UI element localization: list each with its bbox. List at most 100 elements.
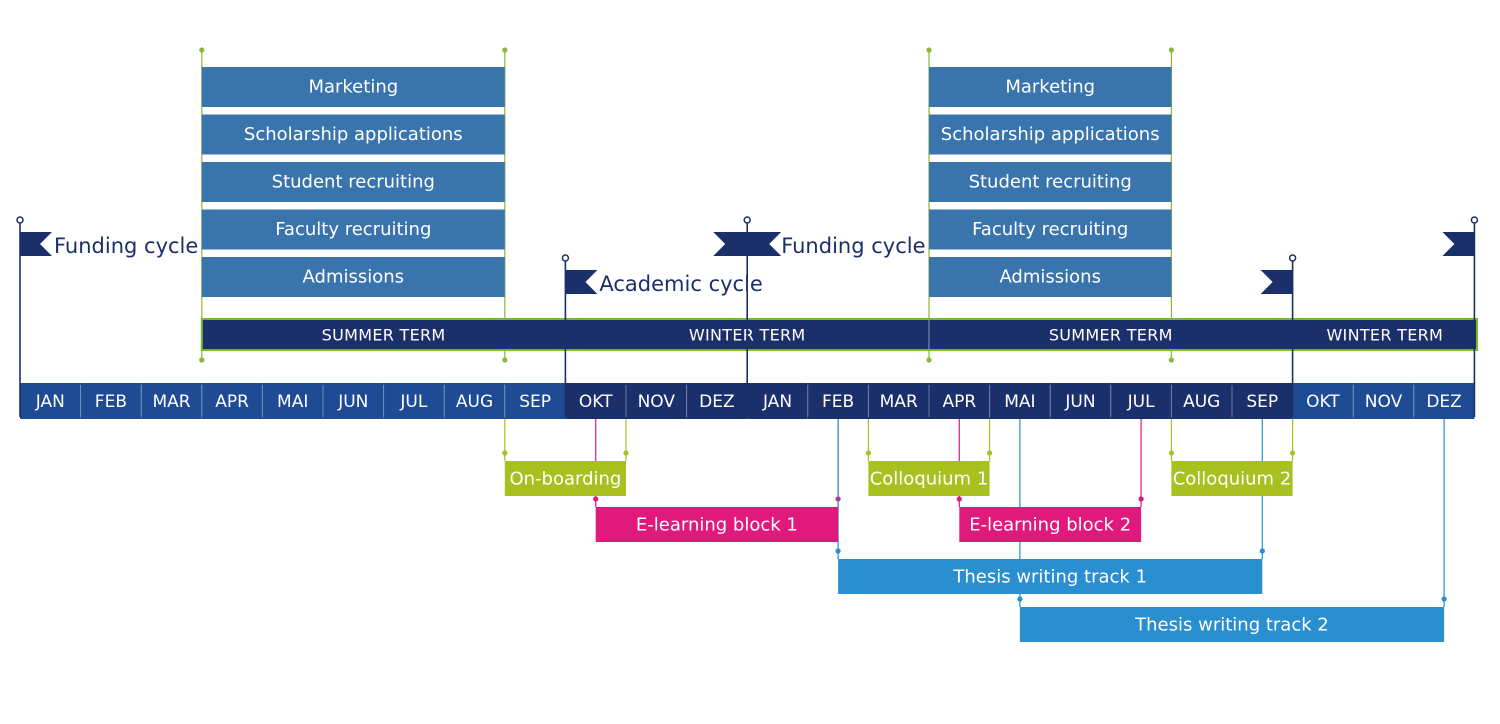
- month-label: MAR: [880, 392, 918, 412]
- month-label: JAN: [762, 392, 792, 412]
- activity-label: Marketing: [308, 77, 398, 98]
- activity-label: Marketing: [1005, 77, 1095, 98]
- term-label: WINTER TERM: [1326, 326, 1443, 345]
- phase-label: Colloquium 2: [1173, 469, 1292, 490]
- connector-dot: [502, 450, 508, 456]
- connector-dot: [1290, 450, 1296, 456]
- month-cell: [1110, 383, 1172, 419]
- phase-label: Colloquium 1: [870, 469, 989, 490]
- phase-bar: [1171, 461, 1293, 496]
- month-label: FEB: [95, 392, 127, 412]
- phase-label: On-boarding: [509, 469, 621, 490]
- month-cell: [747, 383, 808, 419]
- activity-row: [201, 114, 505, 155]
- month-cell: [444, 383, 505, 419]
- connector-dot: [1138, 496, 1144, 502]
- phase-bars: On-boarding Colloquium 1 Colloquium 2 E-lea…: [504, 461, 1445, 642]
- phase-bar: [1019, 607, 1445, 642]
- phase-bar: [868, 461, 990, 496]
- activity-row: [929, 114, 1172, 155]
- month-cell: [1050, 383, 1111, 419]
- guide-dot: [199, 357, 205, 363]
- month-label: AUG: [456, 392, 493, 412]
- month-label: SEP: [1246, 392, 1278, 412]
- month-cell: [504, 383, 566, 419]
- activity-row: [201, 162, 505, 202]
- connector-dot: [1441, 596, 1447, 602]
- activity-row: [929, 67, 1172, 107]
- month-label: OKT: [1306, 392, 1340, 412]
- month-cell: [929, 383, 990, 419]
- guide-dot: [1168, 47, 1174, 53]
- flag-pole-cap: [561, 254, 570, 262]
- guide-dot: [199, 47, 205, 53]
- month-cell: [383, 383, 445, 419]
- connector-dot: [987, 450, 993, 456]
- month-label: JUN: [1064, 392, 1095, 412]
- activity-label: Faculty recruiting: [275, 219, 431, 240]
- month-label: JUL: [1127, 392, 1155, 412]
- flag-pole-cap: [743, 216, 751, 224]
- month-cell: [1232, 383, 1293, 419]
- month-cell: [565, 383, 626, 419]
- flag-icon: [1260, 270, 1293, 294]
- guide-dot: [926, 357, 932, 363]
- connector-dot: [865, 450, 872, 456]
- phase-label: Thesis writing track 2: [1134, 615, 1329, 636]
- month-label: FEB: [822, 392, 854, 412]
- connector-dot: [956, 496, 962, 502]
- flag-pole-cap: [1288, 254, 1297, 262]
- activity-row: [929, 162, 1172, 202]
- term-label: SUMMER TERM: [1049, 326, 1173, 345]
- activity-label: Admissions: [303, 267, 405, 288]
- month-cell: [141, 383, 202, 419]
- month-label: MAR: [152, 392, 190, 412]
- guide-dot: [1168, 357, 1174, 363]
- month-cell: [1353, 383, 1414, 419]
- connector-dot: [623, 450, 629, 456]
- activity-label: Student recruiting: [272, 172, 435, 193]
- term-label: SUMMER TERM: [322, 326, 446, 345]
- month-cell: [868, 383, 929, 419]
- phase-label: E-learning block 2: [969, 515, 1131, 536]
- activity-label: Admissions: [999, 267, 1101, 288]
- guide-dot: [926, 47, 932, 53]
- flag-pole-cap: [1470, 216, 1479, 224]
- month-label: DEZ: [1426, 392, 1461, 412]
- month-label: APR: [942, 392, 976, 412]
- connector-dot: [835, 548, 841, 554]
- month-cell: [807, 383, 869, 419]
- month-label: DEZ: [699, 392, 734, 412]
- month-cell: [201, 383, 263, 419]
- phase-label: Thesis writing track 1: [952, 567, 1147, 588]
- month-cell: [1292, 383, 1354, 419]
- flag-icon: [20, 232, 52, 256]
- month-label: JAN: [35, 392, 65, 412]
- activity-label: Faculty recruiting: [972, 219, 1128, 240]
- month-label: MAI: [277, 392, 308, 412]
- connector-dot: [1017, 596, 1023, 602]
- phase-label: E-learning block 1: [636, 515, 798, 536]
- month-label: AUG: [1183, 392, 1220, 412]
- activity-row: [201, 67, 505, 107]
- phase-bar: [959, 507, 1142, 542]
- flag-icon: [1442, 232, 1475, 256]
- guide-dot: [502, 47, 508, 53]
- flag-icon: [713, 232, 782, 256]
- activity-label: Scholarship applications: [244, 124, 463, 145]
- month-cell: [20, 383, 81, 419]
- activity-label: Student recruiting: [969, 172, 1132, 193]
- guide-dot: [502, 357, 508, 363]
- month-label: MAI: [1004, 392, 1035, 412]
- flag-label: Funding cycle: [54, 234, 198, 258]
- month-label: APR: [215, 392, 249, 412]
- activity-row: [929, 257, 1172, 297]
- activity-row: [929, 209, 1172, 250]
- phase-bar: [838, 559, 1263, 594]
- month-cell: [323, 383, 384, 419]
